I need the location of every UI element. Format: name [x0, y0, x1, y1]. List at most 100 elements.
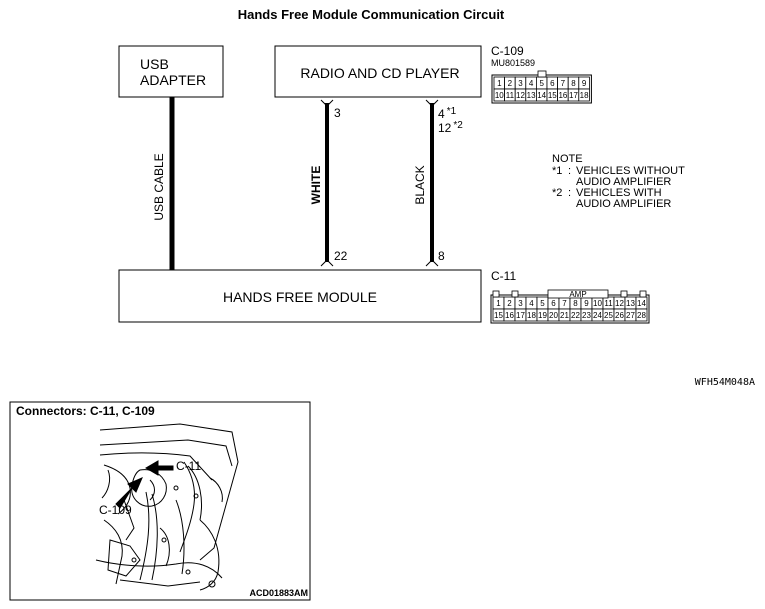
diagram-title: Hands Free Module Communication Circuit [238, 7, 505, 22]
connector-location-inset [9, 401, 311, 601]
c11-pin-number: 8 [573, 299, 578, 308]
c109-connector-name: C-109 [491, 44, 524, 58]
inset-code: ACD01883AM [249, 588, 308, 598]
white-wire-bottom-connector [320, 259, 334, 267]
c11-pin-number: 7 [562, 299, 567, 308]
usb-adapter-label-line1: USB [140, 56, 169, 72]
white-wire-label: WHITE [309, 166, 323, 205]
usb-adapter-label-line2: ADAPTER [140, 72, 206, 88]
black-wire-label: BLACK [413, 165, 427, 204]
c11-pin-number: 16 [505, 311, 514, 320]
c109-part-number: MU801589 [491, 58, 535, 68]
c11-pin-number: 27 [626, 311, 635, 320]
c109-pin-cell [578, 88, 590, 102]
dashboard-illustration [95, 423, 239, 591]
c109-pin-number: 1 [497, 79, 502, 88]
c11-pin-number: 22 [571, 311, 580, 320]
c11-pin-number: 2 [507, 299, 512, 308]
c109-pin-number: 6 [550, 79, 555, 88]
c11-amp-label: AMP [569, 290, 586, 299]
c109-pin-number: 7 [561, 79, 566, 88]
c109-pin-number: 18 [580, 91, 589, 100]
c11-pin-number: 5 [540, 299, 545, 308]
inset-c109-label: C-109 [99, 503, 132, 517]
c11-pin-cell [635, 308, 648, 322]
c109-pin-number: 9 [582, 79, 587, 88]
note-item-1-mark: *1 [552, 165, 562, 177]
c109-pin-number: 12 [516, 91, 525, 100]
black-wire-top-connector [425, 99, 439, 107]
black-wire-top-pin-1: 4*1 [438, 106, 457, 121]
hands-free-module-box [118, 269, 482, 323]
c11-arrow-icon [145, 460, 174, 476]
note-item-1-colon: : [568, 165, 571, 177]
c11-pin-number: 26 [615, 311, 624, 320]
c11-pin-number: 6 [551, 299, 556, 308]
black-wire-bottom-pin: 8 [438, 249, 445, 263]
black-wire-top-pin-2: 12*2 [438, 120, 463, 135]
c11-pin-number: 23 [582, 311, 591, 320]
white-wire-top-connector [320, 99, 334, 107]
c109-pin-number: 5 [539, 79, 544, 88]
black-wire-mark-1: *1 [447, 106, 457, 117]
c11-connector-name: C-11 [491, 269, 516, 283]
c11-pin-number: 20 [549, 311, 558, 320]
c11-pin-number: 9 [584, 299, 589, 308]
c11-pin-number: 3 [518, 299, 523, 308]
c11-pin-number: 13 [626, 299, 635, 308]
c11-pin-number: 14 [637, 299, 646, 308]
c11-pin-number: 1 [496, 299, 501, 308]
c109-pin-number: 2 [508, 79, 513, 88]
c11-key [639, 290, 647, 298]
note-item-2-line1: VEHICLES WITH [576, 187, 662, 199]
c11-pin-number: 11 [604, 299, 613, 308]
c11-key [511, 290, 519, 298]
c11-pin-number: 4 [529, 299, 534, 308]
c11-amp-bracket [547, 289, 609, 299]
radio-cd-player-box [274, 45, 482, 98]
inset-title: Connectors: C-11, C-109 [16, 404, 155, 418]
radio-cd-player-label: RADIO AND CD PLAYER [300, 65, 459, 81]
c109-pin-number: 13 [527, 91, 536, 100]
note-item-1-line1: VEHICLES WITHOUT [576, 165, 685, 177]
c109-pin-number: 10 [495, 91, 504, 100]
c109-pin-number: 14 [537, 91, 546, 100]
black-wire-bottom-connector [425, 259, 439, 267]
hands-free-module-label: HANDS FREE MODULE [223, 289, 377, 305]
black-wire-mark-2: *2 [453, 120, 463, 131]
c11-pin-number: 17 [516, 311, 525, 320]
c11-pin-number: 19 [538, 311, 547, 320]
c109-pin-number: 11 [506, 91, 515, 100]
c11-pin-number: 18 [527, 311, 536, 320]
c11-pin-number: 24 [593, 311, 602, 320]
c11-pin-number: 28 [637, 311, 646, 320]
c109-pin-number: 3 [518, 79, 523, 88]
c109-pin-number: 4 [529, 79, 534, 88]
diagram-code: WFH54M048A [695, 377, 755, 388]
c11-pin-number: 15 [494, 311, 503, 320]
note-item-2-line2: AUDIO AMPLIFIER [576, 198, 671, 210]
white-wire-bottom-pin: 22 [334, 249, 348, 263]
c109-pin-number: 17 [569, 91, 578, 100]
c109-pin-number: 8 [571, 79, 576, 88]
c11-pin-number: 12 [615, 299, 624, 308]
note-heading: NOTE [552, 153, 583, 165]
c11-pin-number: 21 [560, 311, 569, 320]
usb-adapter-box [118, 45, 224, 98]
note-item-1-line2: AUDIO AMPLIFIER [576, 176, 671, 188]
c11-key [492, 290, 500, 298]
c11-pin-number: 10 [593, 299, 602, 308]
c109-pin-number: 15 [548, 91, 557, 100]
c109-latch [537, 70, 547, 78]
c11-pin-number: 25 [604, 311, 613, 320]
note-item-2-mark: *2 [552, 187, 562, 199]
usb-cable-label: USB CABLE [152, 153, 166, 220]
c109-arrow-icon [115, 477, 143, 509]
c109-pin-number: 16 [558, 91, 567, 100]
c11-key [620, 290, 628, 298]
note-item-2-colon: : [568, 187, 571, 199]
inset-c11-label: C-11 [176, 459, 201, 473]
